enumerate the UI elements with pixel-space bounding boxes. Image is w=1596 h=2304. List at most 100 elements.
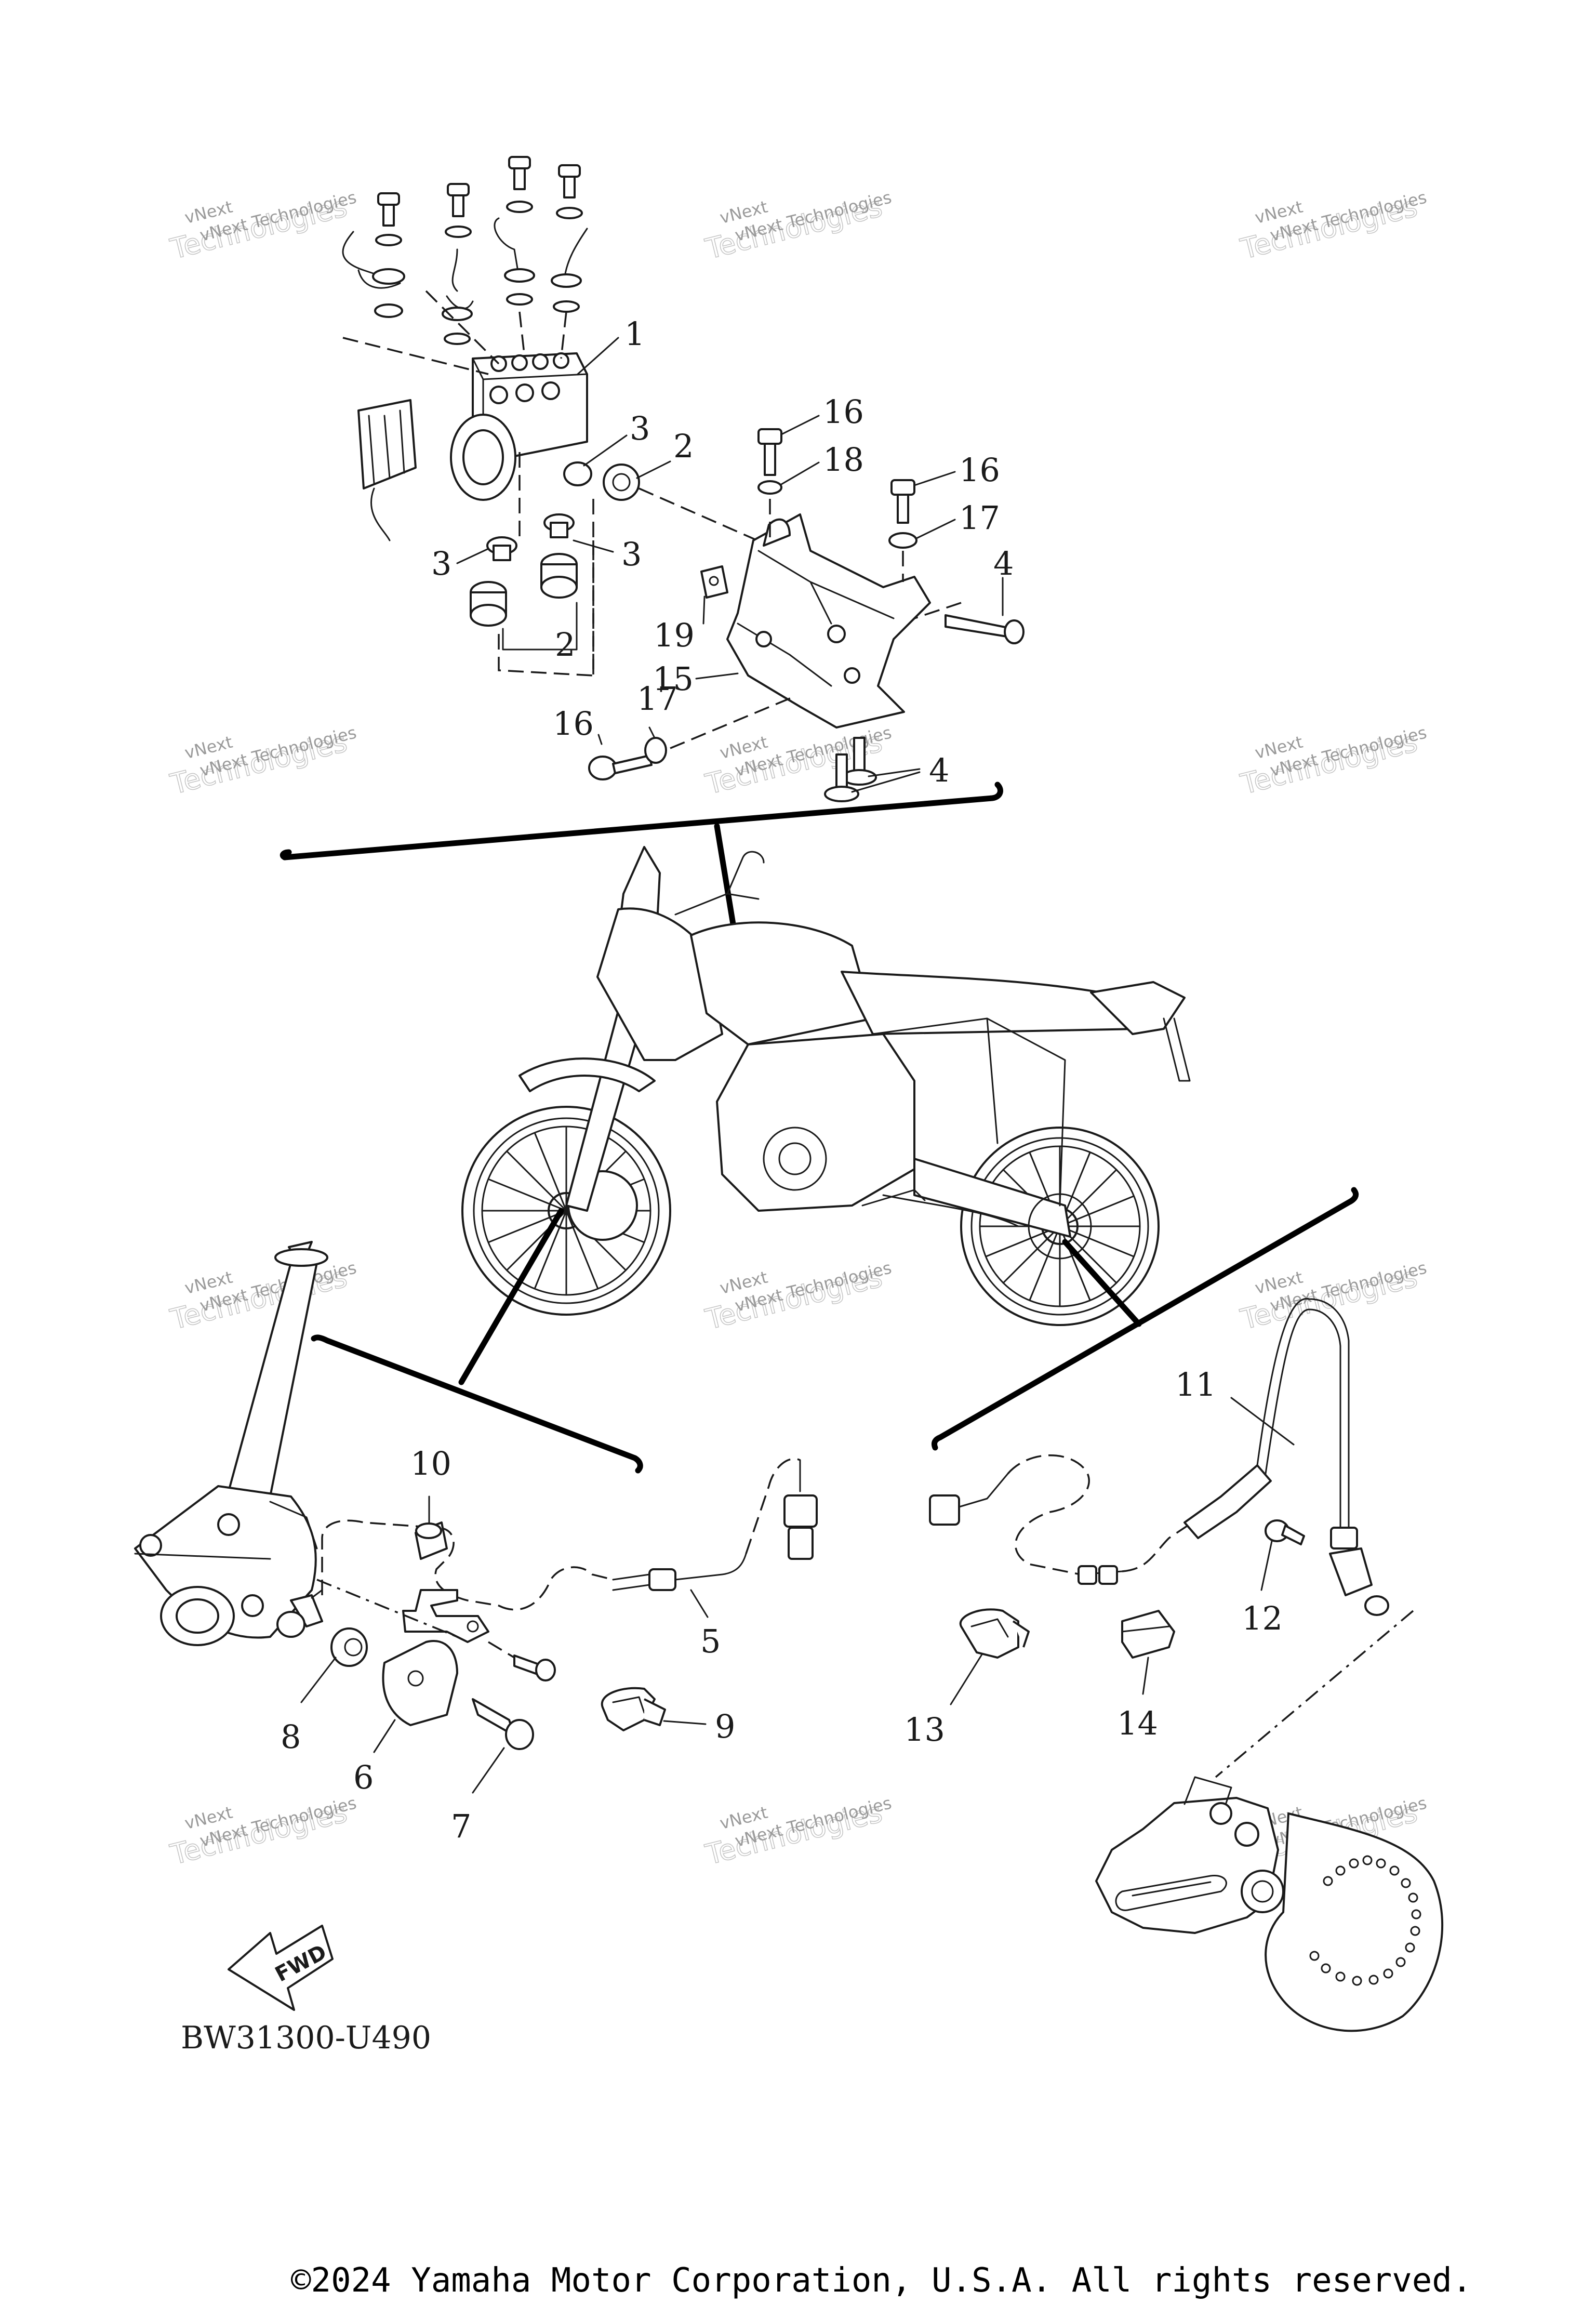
bolt [588, 754, 653, 780]
rear-caliper-disc [1095, 1776, 1444, 2032]
rear-fender [1090, 981, 1186, 1035]
leader-line [472, 1747, 505, 1794]
leader-line [636, 460, 671, 479]
leader-line [456, 548, 489, 564]
brake-hose-fitting [446, 248, 474, 310]
flange-bolt [842, 737, 877, 786]
leader-line [1260, 1540, 1273, 1591]
flange-bolt [824, 753, 859, 802]
abs-hydraulic-unit [450, 352, 588, 501]
leader-dashed [342, 337, 489, 375]
mirror [726, 851, 765, 895]
leader-line [583, 434, 628, 467]
brake-hose-fitting [342, 231, 401, 289]
sensor-bracket [402, 1589, 489, 1643]
abs-ecu-connector [357, 399, 417, 541]
leader-line [663, 1720, 707, 1725]
brake-hose-fitting [563, 228, 588, 282]
leader-line [648, 726, 656, 739]
bolt [513, 1654, 556, 1681]
front-wheel-sensor [276, 1458, 818, 1638]
leader-dashed [1215, 1610, 1414, 1778]
brake-hose-fitting [494, 217, 521, 282]
callout-2: 2 [673, 427, 694, 465]
union-bolt [506, 156, 533, 213]
leader-line [950, 1653, 983, 1705]
rear-brake-disc [1028, 1193, 1092, 1260]
watermark: vNext Technologies vNext Technologies [702, 187, 894, 266]
union-bolt [445, 183, 472, 238]
engine-cover [778, 1142, 812, 1175]
wire-clamp [415, 1521, 448, 1560]
zoom-connector [458, 1208, 564, 1385]
callouts-top: 1 3 2 3 3 2 16 18 16 17 4 19 15 17 16 4 [431, 315, 1014, 793]
washer [504, 268, 535, 283]
leader-line [702, 595, 706, 625]
leader-dashed [560, 311, 567, 359]
callout-15: 15 [653, 660, 694, 698]
motorcycle [461, 846, 1191, 1326]
zoom-connector [1062, 1239, 1142, 1327]
callout-16: 16 [823, 393, 864, 431]
callout-10: 10 [410, 1445, 451, 1482]
washer [374, 303, 403, 318]
handlebar [674, 893, 760, 916]
callouts-front: 10 5 8 6 7 9 [281, 1445, 735, 1845]
front-sensor-group [134, 1241, 818, 1750]
copyright-notice: ©2024 Yamaha Motor Corporation, U.S.A. A… [291, 2261, 1472, 2300]
callout-14: 14 [1117, 1704, 1158, 1742]
callout-16: 16 [553, 705, 594, 743]
zoom-connector [931, 1187, 1359, 1451]
leader-line [851, 768, 921, 793]
callout-4: 4 [993, 545, 1014, 582]
bolt [890, 479, 915, 524]
collar [330, 1627, 368, 1667]
callout-16: 16 [959, 451, 1000, 489]
engine [716, 1033, 915, 1212]
bolt [1265, 1519, 1305, 1545]
sensor-connector [929, 1473, 1009, 1526]
collar [563, 461, 592, 486]
leader-line [597, 734, 603, 745]
washer [442, 307, 473, 321]
leader-line [577, 337, 619, 375]
leader-line [913, 471, 956, 486]
union-bolt [556, 164, 583, 219]
grommet [1078, 1565, 1097, 1585]
exhaust [882, 1194, 1019, 1227]
watermark: vNext Technologies vNext Technologies [167, 722, 358, 801]
watermark: vNext Technologies vNext Technologies [167, 1793, 358, 1871]
callout-8: 8 [281, 1718, 301, 1756]
zoom-connector [311, 1334, 643, 1474]
wire-holder [1121, 1610, 1175, 1659]
frame [872, 1017, 1066, 1207]
leader-dashed [488, 1641, 515, 1659]
front-fender [518, 1057, 656, 1092]
grommet [1098, 1565, 1118, 1585]
watermark: vNext Technologies vNext Technologies [167, 1257, 358, 1336]
front-wheel [461, 1106, 671, 1316]
washer [888, 532, 917, 549]
leader-line [690, 1589, 709, 1618]
clip [700, 565, 728, 599]
collar [543, 513, 575, 538]
washer [372, 268, 405, 285]
rear-wheel-sensor [1183, 1297, 1389, 1616]
watermark: vNext Technologies vNext Technologies [1237, 722, 1429, 801]
abs-bracket [726, 513, 931, 729]
diagram-code: BW31300-U490 [181, 2020, 431, 2056]
callout-11: 11 [1175, 1366, 1216, 1403]
callout-3: 3 [621, 535, 642, 573]
fuel-tank [690, 921, 874, 1045]
watermark: vNext Technologies vNext Technologies [702, 1793, 894, 1871]
union-bolt [375, 192, 402, 246]
rotor-holes [1309, 1855, 1421, 1986]
callout-4: 4 [929, 751, 949, 789]
washer [506, 293, 533, 306]
callout-17: 17 [637, 680, 678, 718]
sensor-protector [382, 1640, 458, 1726]
washer [644, 737, 667, 764]
callout-6: 6 [353, 1758, 374, 1796]
callouts-rear: 11 12 13 14 [904, 1366, 1295, 1749]
